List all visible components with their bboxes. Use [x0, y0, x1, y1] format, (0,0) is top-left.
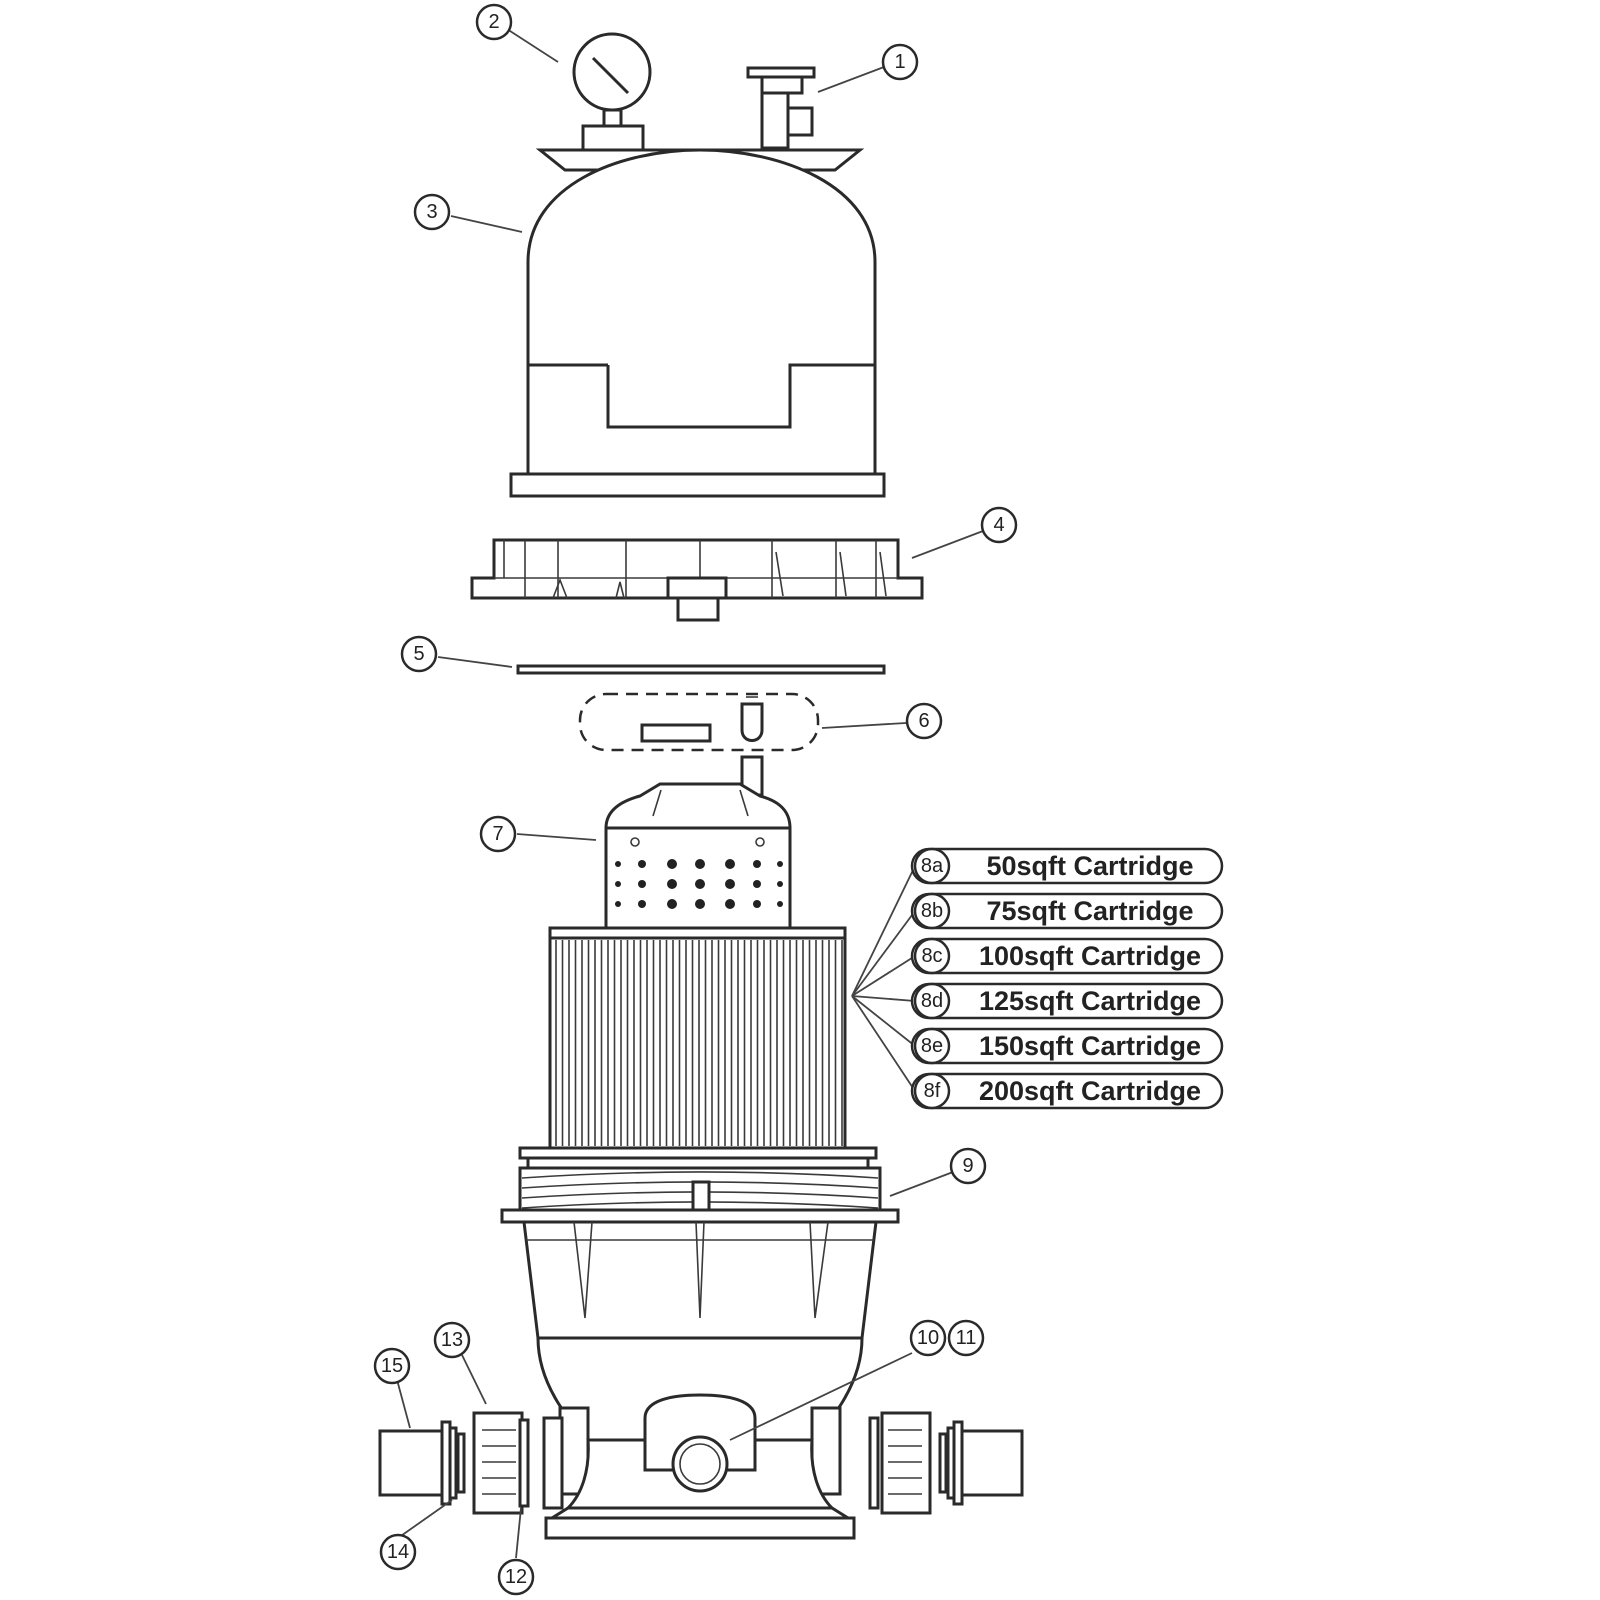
cartridge-leader	[851, 910, 916, 997]
right-union-fittings	[868, 1411, 1024, 1515]
callout-9: 9	[949, 1147, 987, 1185]
callout-3: 3	[413, 193, 451, 231]
cartridge-code: 8a	[921, 855, 944, 877]
cartridge-code-circle	[913, 982, 951, 1020]
tank-o-ring	[516, 664, 886, 675]
callout-1-label: 1	[894, 51, 905, 73]
manifold	[470, 538, 924, 622]
cartridge-size-legend: 8a 50sqft Cartridge 8b 75sqft Cartridge 8c 10…	[910, 847, 1224, 1110]
cartridge-leader	[851, 995, 916, 1047]
cartridge-option-8e: 8e 150sqft Cartridge	[910, 1027, 1224, 1065]
cartridge-leader	[851, 865, 916, 997]
cartridge-leader	[851, 955, 916, 997]
cartridge-pill	[910, 847, 1224, 885]
cartridge-label: 100sqft Cartridge	[979, 941, 1201, 971]
cartridge-code-circle	[913, 937, 951, 975]
cartridge-option-8d: 8d 125sqft Cartridge	[910, 982, 1224, 1020]
cartridge-pleats	[555, 940, 843, 1146]
callout-14: 14	[379, 1533, 417, 1571]
tank-lid	[509, 148, 886, 498]
cartridge-label: 125sqft Cartridge	[979, 986, 1201, 1016]
callout-12-label: 12	[505, 1566, 527, 1588]
callout-12: 12	[497, 1558, 535, 1596]
cartridge-pill	[910, 982, 1224, 1020]
pleated-cartridge	[518, 926, 878, 1170]
cartridge-pill	[910, 892, 1224, 930]
cartridge-option-8b: 8b 75sqft Cartridge	[910, 892, 1224, 930]
cartridge-pill	[910, 1072, 1224, 1110]
callout-15-label: 15	[381, 1355, 403, 1377]
callout-3-label: 3	[426, 201, 437, 223]
cartridge-label: 75sqft Cartridge	[986, 896, 1193, 926]
callout-5: 5	[400, 635, 438, 673]
callout-6: 6	[905, 702, 943, 740]
callout-4-label: 4	[993, 514, 1004, 536]
callout-1: 1	[881, 43, 919, 81]
cartridge-code: 8f	[924, 1080, 941, 1102]
air-relief-valve	[746, 66, 816, 150]
cartridge-pill	[910, 1027, 1224, 1065]
callout-11: 11	[947, 1319, 985, 1357]
callout-10-label: 10	[917, 1327, 939, 1349]
callout-13: 13	[433, 1321, 471, 1359]
cartridge-code-circle	[913, 1072, 951, 1110]
cartridge-code-circle	[913, 847, 951, 885]
cartridge-code-circle	[913, 1027, 951, 1065]
tank-body	[500, 1166, 900, 1540]
callout-4: 4	[980, 506, 1018, 544]
cartridge-code: 8e	[921, 1035, 943, 1057]
pressure-gauge	[572, 32, 652, 152]
cartridge-core	[604, 755, 792, 930]
core-perforations	[615, 859, 783, 909]
callout-10: 10	[909, 1319, 947, 1357]
callout-2: 2	[475, 3, 513, 41]
cartridge-code: 8d	[921, 990, 943, 1012]
cartridge-pill	[910, 937, 1224, 975]
cartridge-label: 50sqft Cartridge	[986, 851, 1193, 881]
cartridge-option-8f: 8f 200sqft Cartridge	[910, 1072, 1224, 1110]
callout-11-label: 11	[956, 1327, 977, 1349]
cartridge-code: 8c	[921, 945, 942, 967]
cartridge-leader-lines	[851, 865, 916, 1092]
callout-14-label: 14	[387, 1541, 409, 1563]
callout-7: 7	[479, 815, 517, 853]
callout-9-label: 9	[962, 1155, 973, 1177]
callout-13-label: 13	[441, 1329, 463, 1351]
callout-6-label: 6	[918, 710, 929, 732]
cartridge-leader	[851, 995, 916, 1092]
callout-15: 15	[373, 1347, 411, 1385]
air-bleed-kit	[578, 692, 820, 752]
callout-7-label: 7	[492, 823, 503, 845]
callout-5-label: 5	[413, 643, 424, 665]
cartridge-option-8c: 8c 100sqft Cartridge	[910, 937, 1224, 975]
cartridge-label: 150sqft Cartridge	[979, 1031, 1201, 1061]
cartridge-option-8a: 8a 50sqft Cartridge	[910, 847, 1224, 885]
cartridge-code: 8b	[921, 900, 943, 922]
cartridge-code-circle	[913, 892, 951, 930]
leader-lines	[395, 28, 984, 1559]
cartridge-leader	[851, 995, 916, 1002]
callout-2-label: 2	[488, 11, 499, 33]
left-union-fittings	[378, 1411, 564, 1515]
cartridge-label: 200sqft Cartridge	[979, 1076, 1201, 1106]
